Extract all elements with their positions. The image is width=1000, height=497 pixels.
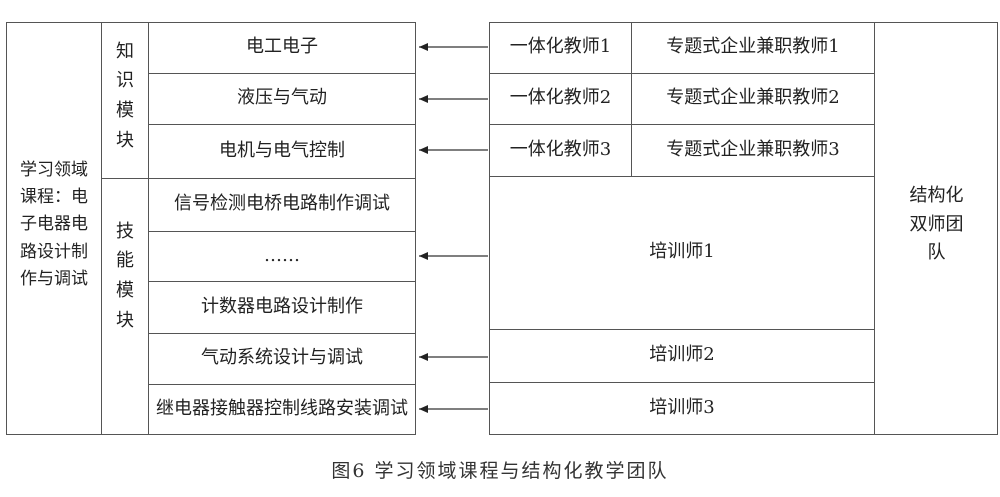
part-time-teacher: 专题式企业兼职教师1 (632, 22, 874, 73)
course-item: 计数器电路设计制作 (149, 281, 415, 333)
divider (874, 22, 875, 435)
row-divider (489, 176, 874, 177)
course-item-text: 液压与气动 (237, 87, 327, 109)
course-panel (6, 22, 416, 435)
part-time-teacher-text: 专题式企业兼职教师3 (666, 138, 840, 160)
course-item-text: 电工电子 (246, 36, 318, 58)
figure-caption: 图6 学习领域课程与结构化教学团队 (331, 460, 669, 482)
trainer: 培训师1 (490, 176, 874, 329)
knowledge-module-text: 知识模块 (116, 40, 134, 151)
course-item-text: 气动系统设计与调试 (201, 347, 363, 369)
team-label: 结构化双师团队 (876, 185, 997, 264)
course-item: 电工电子 (149, 22, 415, 73)
trainer: 培训师2 (490, 329, 874, 382)
course-label: 学习领域课程：电子电器电路设计制作与调试 (8, 150, 100, 300)
course-item-text: 电机与电气控制 (219, 139, 345, 161)
course-item: 继电器接触器控制线路安装调试 (149, 384, 415, 435)
course-item-text: …… (264, 244, 300, 266)
row-divider (148, 281, 416, 282)
skill-module-text: 技能模块 (116, 220, 134, 331)
part-time-teacher-text: 专题式企业兼职教师1 (666, 36, 840, 58)
trainer-text: 培训师3 (649, 397, 715, 419)
teacher-panel (489, 22, 998, 435)
row-divider (489, 329, 874, 330)
trainer-text: 培训师2 (649, 344, 715, 366)
skill-module-label: 技能模块 (104, 221, 146, 331)
row-divider (148, 333, 416, 334)
course-item-text: 继电器接触器控制线路安装调试 (156, 398, 408, 420)
row-divider (148, 178, 416, 179)
part-time-teacher-text: 专题式企业兼职教师2 (666, 87, 840, 109)
integrated-teacher-text: 一体化教师1 (509, 36, 612, 58)
course-label-text: 学习领域课程：电子电器电路设计制作与调试 (20, 160, 88, 289)
divider (631, 22, 632, 176)
divider (101, 22, 102, 435)
row-divider (148, 73, 416, 74)
integrated-teacher-text: 一体化教师2 (509, 87, 612, 109)
course-item: 信号检测电桥电路制作调试 (149, 178, 415, 231)
team-label-text: 结构化双师团队 (909, 184, 964, 264)
integrated-teacher: 一体化教师2 (490, 73, 631, 124)
course-item-text: 信号检测电桥电路制作调试 (174, 193, 390, 215)
part-time-teacher: 专题式企业兼职教师2 (632, 73, 874, 124)
row-divider (489, 124, 874, 125)
row-divider (489, 382, 874, 383)
row-divider (148, 124, 416, 125)
row-divider (148, 231, 416, 232)
part-time-teacher: 专题式企业兼职教师3 (632, 124, 874, 176)
course-item: 电机与电气控制 (149, 124, 415, 178)
knowledge-module-label: 知识模块 (104, 41, 146, 151)
integrated-teacher: 一体化教师3 (490, 124, 631, 176)
trainer-text: 培训师1 (649, 241, 715, 263)
divider (148, 22, 149, 435)
integrated-teacher: 一体化教师1 (490, 22, 631, 73)
course-item: 气动系统设计与调试 (149, 333, 415, 384)
integrated-teacher-text: 一体化教师3 (509, 138, 612, 160)
row-divider (148, 384, 416, 385)
row-divider (489, 73, 874, 74)
trainer: 培训师3 (490, 382, 874, 435)
divider (101, 178, 148, 179)
course-item: …… (149, 231, 415, 281)
course-item: 液压与气动 (149, 73, 415, 124)
course-item-text: 计数器电路设计制作 (201, 295, 363, 317)
